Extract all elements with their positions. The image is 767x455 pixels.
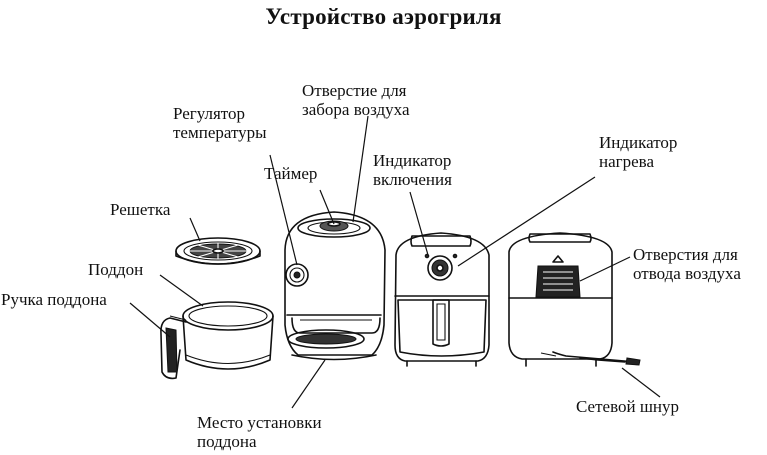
label-temp-regulator: Регулятор температуры <box>173 104 267 142</box>
label-power-cord: Сетевой шнур <box>576 397 680 416</box>
label-air-intake-line2: забора воздуха <box>302 100 410 119</box>
label-air-outlet-line1: Отверстия для <box>633 245 738 264</box>
label-power-indicator-line2: включения <box>373 170 452 189</box>
label-power-indicator-line1: Индикатор <box>373 151 452 170</box>
label-air-outlet-line2: отвода воздуха <box>633 264 741 283</box>
leader-lines <box>129 115 661 409</box>
label-air-intake-line1: Отверстие для <box>302 81 407 100</box>
label-temp-regulator-line1: Регулятор <box>173 104 246 123</box>
label-pan-place: Место установки поддона <box>197 413 322 451</box>
fryer-side-view <box>284 211 386 361</box>
label-grill: Решетка <box>110 200 171 219</box>
leader-grill <box>189 217 201 242</box>
pan-part <box>160 301 274 380</box>
leader-temp-regulator <box>269 154 298 266</box>
label-temp-regulator-line2: температуры <box>173 123 267 142</box>
leader-timer <box>319 189 335 225</box>
label-heat-indicator-line2: нагрева <box>599 152 655 171</box>
label-heat-indicator-line1: Индикатор <box>599 133 678 152</box>
leader-power-cord <box>621 367 661 398</box>
leader-air-intake <box>352 115 369 223</box>
label-pan-place-line1: Место установки <box>197 413 322 432</box>
leader-air-outlet <box>579 256 631 282</box>
leader-pan-handle <box>129 302 171 338</box>
label-pan-handle: Ручка поддона <box>1 290 107 309</box>
label-timer: Таймер <box>264 164 318 183</box>
leader-pan <box>159 274 204 307</box>
leader-power-indicator <box>409 191 429 256</box>
leader-heat-indicator <box>457 176 596 267</box>
label-air-outlet: Отверстия для отвода воздуха <box>633 245 741 283</box>
label-heat-indicator: Индикатор нагрева <box>599 133 677 171</box>
label-air-intake: Отверстие для забора воздуха <box>302 81 410 119</box>
fryer-front-view <box>394 232 490 367</box>
label-power-indicator: Индикатор включения <box>373 151 452 189</box>
fryer-back-view <box>508 232 641 367</box>
leader-pan-place <box>291 359 326 409</box>
grill-part <box>175 237 261 265</box>
label-pan: Поддон <box>88 260 144 279</box>
diagram-title: Устройство аэрогриля <box>265 4 502 29</box>
label-pan-place-line2: поддона <box>197 432 257 451</box>
